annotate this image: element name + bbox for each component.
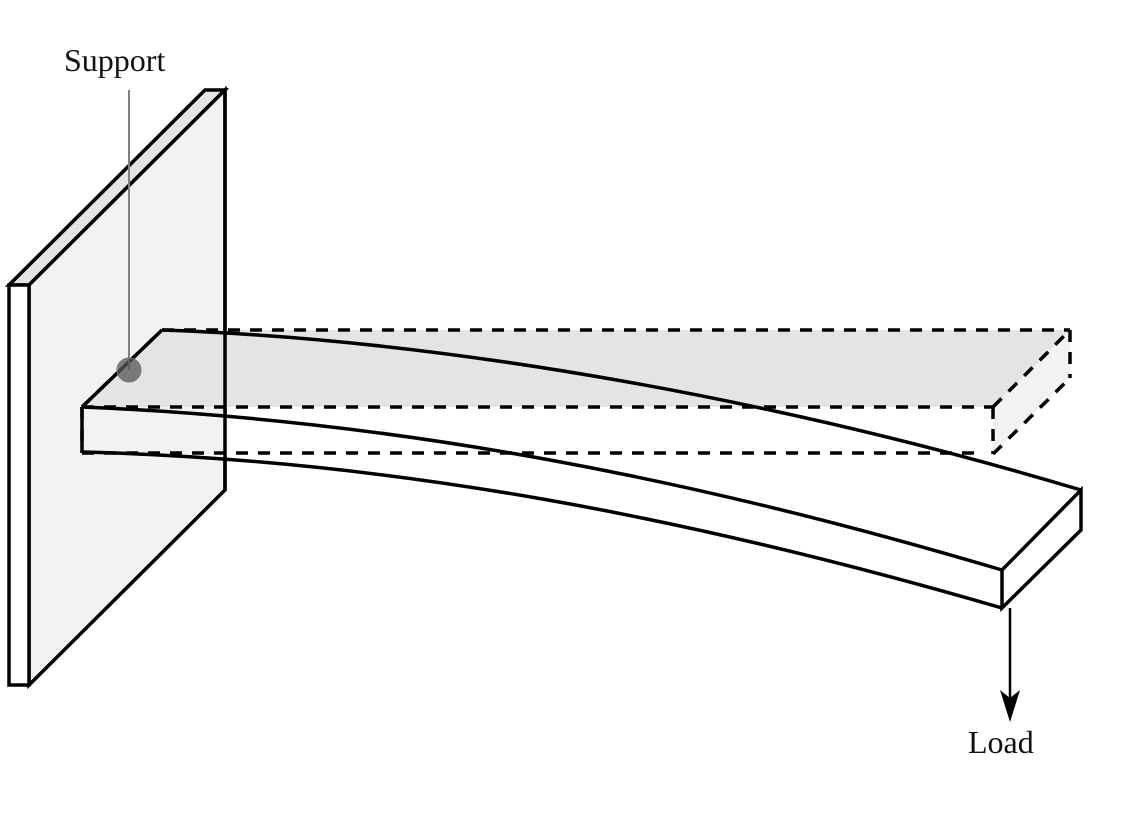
support-point-marker [116,357,142,383]
load-label: Load [968,724,1034,760]
arrowhead-icon [1000,690,1020,722]
wall-front-edge [7,283,31,687]
undeformed-end-face [993,330,1070,454]
load-arrow [1000,608,1020,722]
undeformed-beam [82,330,1070,454]
deformed-front-top-edge [81,405,1003,572]
undeformed-top-face [82,330,1070,407]
deformed-beam-end-face [1000,485,1083,613]
deformed-front-bottom-edge [81,450,1003,610]
support-label: Support [64,42,166,78]
deformed-beam-front-face-wall-part [82,407,225,455]
deformed-beam-front-face [82,407,1002,608]
undeformed-beam-outline [80,328,1072,456]
